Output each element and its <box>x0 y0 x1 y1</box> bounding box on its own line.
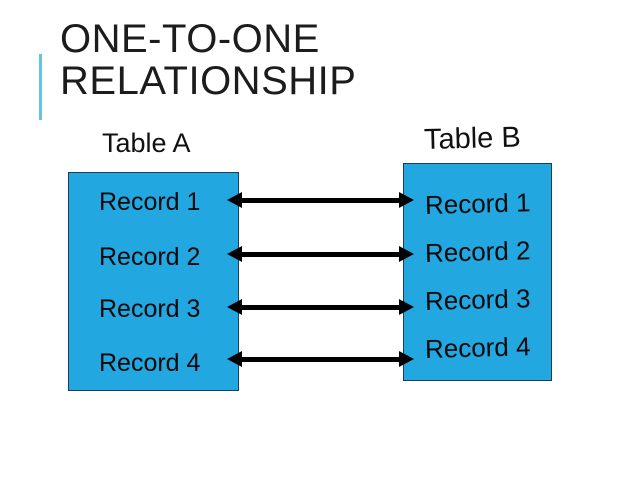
table-b-box: Record 1 Record 2 Record 3 Record 4 <box>403 163 552 381</box>
arrowhead-right-icon <box>399 246 414 262</box>
arrowhead-left-icon <box>227 192 242 208</box>
relationship-arrow-3 <box>227 299 414 316</box>
title-accent-rule <box>39 54 42 120</box>
table-b-record-1: Record 1 <box>424 187 531 220</box>
table-a-record-1: Record 1 <box>99 188 201 216</box>
table-b-record-3: Record 3 <box>424 283 531 316</box>
arrowhead-right-icon <box>399 351 414 367</box>
slide-title-line-1: ONE-TO-ONE <box>60 17 320 61</box>
relationship-arrow-2 <box>227 246 414 263</box>
table-b-label: Table B <box>423 121 522 156</box>
relationship-arrow-1 <box>227 192 414 209</box>
table-a-record-3: Record 3 <box>99 295 201 323</box>
arrow-shaft <box>238 252 403 257</box>
table-a-box: Record 1 Record 2 Record 3 Record 4 <box>68 172 239 391</box>
slide-title: ONE-TO-ONE RELATIONSHIP <box>60 18 356 102</box>
arrowhead-left-icon <box>227 351 242 367</box>
arrowhead-right-icon <box>399 192 414 208</box>
table-a-record-2: Record 2 <box>99 243 201 271</box>
arrowhead-right-icon <box>399 299 414 315</box>
slide-title-line-2: RELATIONSHIP <box>60 59 357 103</box>
arrow-shaft <box>238 357 403 362</box>
table-b-record-4: Record 4 <box>424 331 531 364</box>
arrowhead-left-icon <box>227 299 242 315</box>
arrow-shaft <box>238 305 403 310</box>
arrowhead-left-icon <box>227 246 242 262</box>
table-a-label: Table A <box>102 128 191 158</box>
table-a-record-4: Record 4 <box>99 349 201 377</box>
relationship-arrow-4 <box>227 351 414 368</box>
table-b-record-2: Record 2 <box>424 235 531 268</box>
arrow-shaft <box>238 198 403 203</box>
